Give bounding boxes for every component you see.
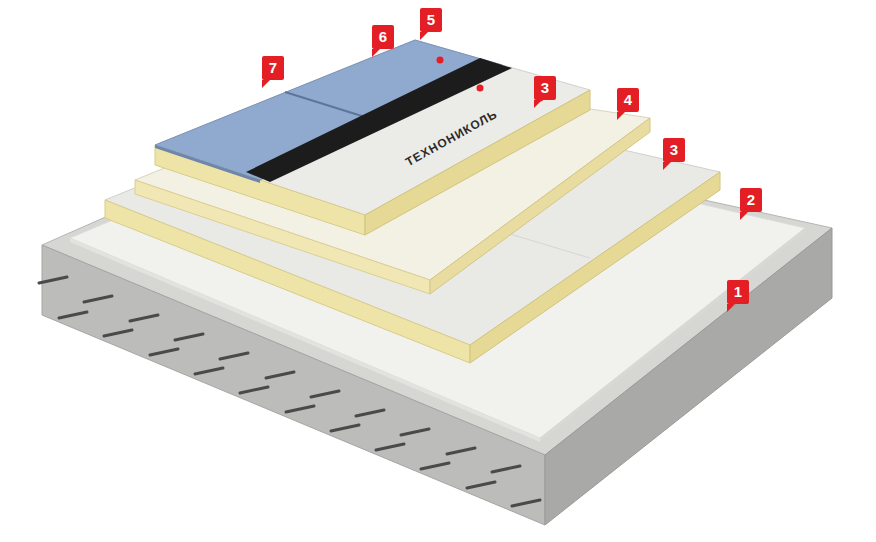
callout-number: 7 bbox=[262, 56, 284, 80]
fasteners bbox=[437, 57, 544, 102]
callout-number: 4 bbox=[617, 88, 639, 112]
flag-tails bbox=[262, 32, 748, 312]
callout-number: 6 bbox=[372, 25, 394, 49]
callout-number: 1 bbox=[727, 280, 749, 304]
callout-number: 2 bbox=[740, 188, 762, 212]
callout-number: 5 bbox=[420, 8, 442, 32]
membrane bbox=[155, 40, 502, 180]
callout-number: 3 bbox=[663, 138, 685, 162]
membrane-edge bbox=[155, 145, 260, 183]
bitumen-strip bbox=[246, 58, 512, 182]
callout-number: 3 bbox=[534, 76, 556, 100]
